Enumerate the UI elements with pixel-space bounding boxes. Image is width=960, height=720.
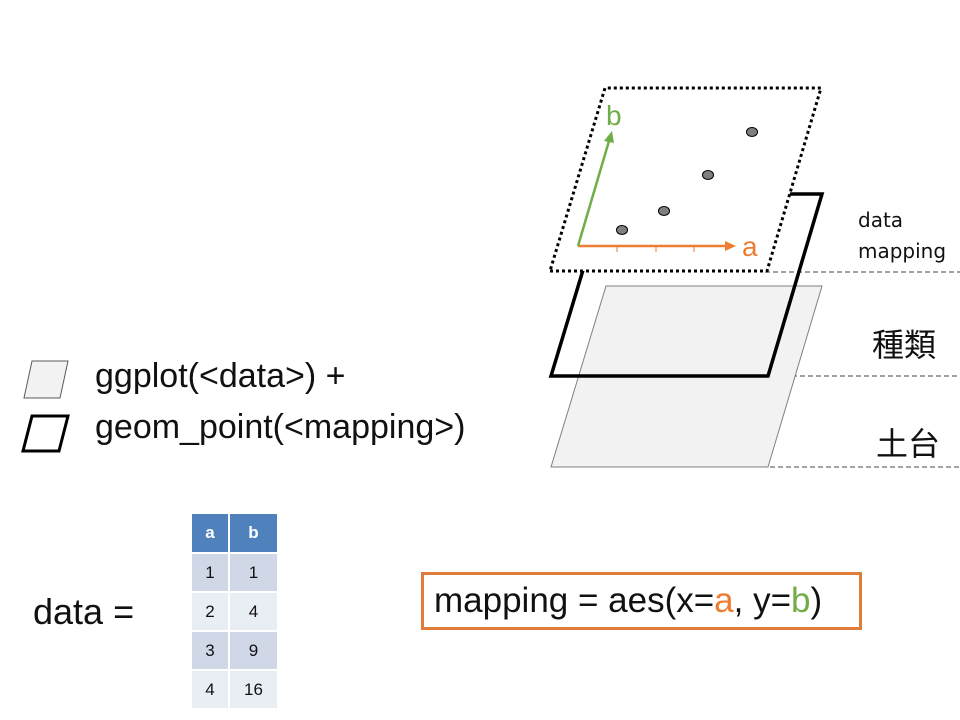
data-equals-label: data = [33, 591, 135, 632]
base-layer-label: 土台 [876, 425, 941, 463]
mapping-layer-label: data mapping [858, 205, 946, 267]
mapping-layer-label-line1: data [858, 208, 904, 232]
y-axis-label: b [606, 100, 622, 131]
mapping-expression-box: mapping = aes(x=a, y=b) [421, 572, 862, 630]
x-axis [578, 241, 736, 251]
table-cell: 3 [192, 630, 230, 670]
table-row: 4 16 [192, 669, 277, 708]
mapping-suffix: ) [810, 581, 823, 620]
table-cell: 16 [229, 669, 277, 708]
x-axis-label: a [742, 231, 758, 262]
table-cell: 4 [192, 669, 230, 708]
table-header-a: a [192, 514, 230, 553]
data-table: a b 1 1 2 4 3 9 4 16 [192, 514, 277, 708]
data-point-1 [616, 225, 628, 235]
geom-layer-label: 種類 [872, 326, 937, 364]
legend-ggplot-text: ggplot(<data>) + [95, 357, 346, 395]
mapping-x-variable: a [714, 581, 734, 620]
mapping-prefix: mapping = aes(x= [434, 581, 715, 620]
mapping-layer-label-line2: mapping [858, 239, 947, 263]
legend-base-icon [23, 360, 69, 399]
table-cell: 9 [229, 630, 277, 670]
table-row: 2 4 [192, 591, 277, 631]
y-axis [576, 131, 614, 247]
table-cell: 4 [229, 591, 277, 631]
data-point-3 [702, 170, 714, 180]
data-point-2 [658, 206, 670, 216]
table-header-row: a b [192, 514, 277, 553]
data-point-4 [746, 127, 758, 137]
legend-geom-icon [21, 414, 70, 453]
table-cell: 2 [192, 591, 230, 631]
mapping-y-variable: b [791, 581, 811, 620]
legend-geom-text: geom_point(<mapping>) [95, 408, 466, 446]
table-cell: 1 [229, 552, 277, 592]
mapping-layer [547, 86, 824, 273]
table-header-b: b [229, 514, 277, 553]
table-row: 1 1 [192, 552, 277, 592]
table-row: 3 9 [192, 630, 277, 670]
table-cell: 1 [192, 552, 230, 592]
mapping-middle: , y= [733, 581, 792, 620]
